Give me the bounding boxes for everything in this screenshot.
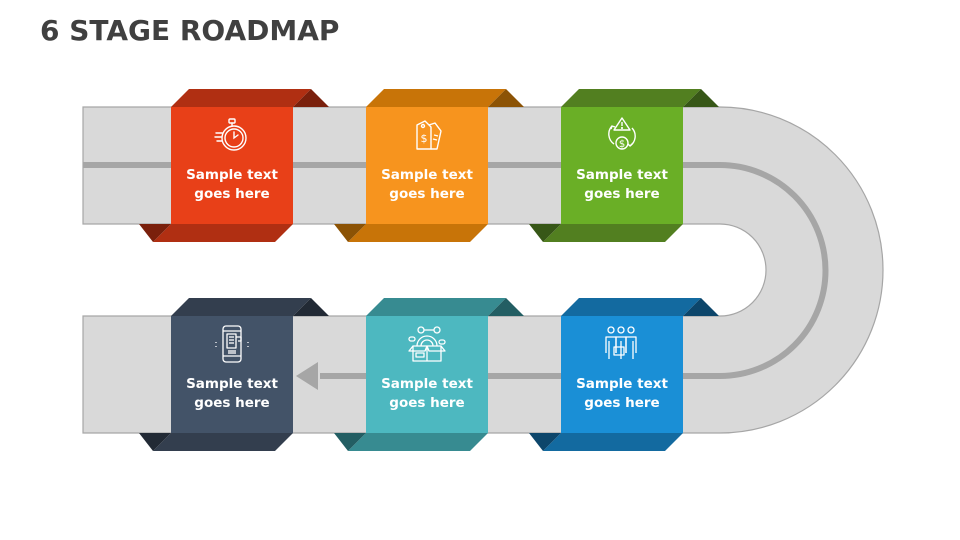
- stage-box-top-side-face: [488, 89, 524, 107]
- product-box-gear-icon: [366, 322, 488, 366]
- stage-text-line1: Sample text: [186, 376, 278, 392]
- stage-box-2: [334, 89, 524, 242]
- stage-text-2: Sample text goes here: [366, 166, 488, 204]
- stage-box-bottom-side-face: [334, 224, 366, 242]
- stage-box-top-face: [171, 89, 311, 107]
- stage-box-bottom-face: [153, 433, 293, 451]
- stage-box-front-face: [171, 316, 293, 433]
- stage-box-bottom-side-face: [529, 433, 561, 451]
- stage-text-line1: Sample text: [576, 376, 668, 392]
- price-tag-icon: $: [366, 113, 488, 157]
- stage-text-line2: goes here: [194, 395, 270, 411]
- risk-cost-cycle-icon: $: [561, 113, 683, 157]
- stage-box-bottom-side-face: [334, 433, 366, 451]
- stage-box-bottom-side-face: [139, 224, 171, 242]
- stage-box-bottom-face: [543, 433, 683, 451]
- stage-text-3: Sample text goes here: [561, 166, 683, 204]
- stage-text-line1: Sample text: [576, 167, 668, 183]
- stage-text-line1: Sample text: [186, 167, 278, 183]
- stage-box-top-side-face: [488, 298, 524, 316]
- stage-box-top-side-face: [683, 89, 719, 107]
- stage-box-top-face: [366, 89, 506, 107]
- stage-text-line2: goes here: [584, 186, 660, 202]
- stage-box-top-face: [366, 298, 506, 316]
- stage-text-5: Sample text goes here: [366, 375, 488, 413]
- stage-box-top-face: [171, 298, 311, 316]
- svg-text:$: $: [619, 139, 625, 150]
- stage-box-top-face: [561, 298, 701, 316]
- stage-text-1: Sample text goes here: [171, 166, 293, 204]
- stage-text-line1: Sample text: [381, 376, 473, 392]
- stage-box-top-side-face: [683, 298, 719, 316]
- svg-text:$: $: [421, 132, 428, 145]
- stage-box-front-face: [561, 107, 683, 224]
- stage-text-line1: Sample text: [381, 167, 473, 183]
- team-people-icon: [561, 322, 683, 366]
- stage-box-3: [529, 89, 719, 242]
- road-lane-line: [83, 162, 829, 379]
- stage-text-6: Sample text goes here: [171, 375, 293, 413]
- stage-box-6: [139, 298, 329, 451]
- stage-box-top-side-face: [293, 89, 329, 107]
- stage-text-line2: goes here: [389, 395, 465, 411]
- direction-arrow-icon: [296, 362, 318, 390]
- stage-box-bottom-face: [348, 433, 488, 451]
- stage-box-bottom-side-face: [529, 224, 561, 242]
- stopwatch-icon: [171, 113, 293, 157]
- stage-box-bottom-face: [543, 224, 683, 242]
- stage-text-line2: goes here: [584, 395, 660, 411]
- stage-box-bottom-side-face: [139, 433, 171, 451]
- stage-box-top-face: [561, 89, 701, 107]
- mobile-app-icon: [171, 322, 293, 366]
- stage-text-4: Sample text goes here: [561, 375, 683, 413]
- stage-text-line2: goes here: [194, 186, 270, 202]
- stage-box-4: [529, 298, 719, 451]
- stage-box-5: [334, 298, 524, 451]
- stage-box-top-side-face: [293, 298, 329, 316]
- stage-box-front-face: [366, 107, 488, 224]
- stage-box-bottom-face: [153, 224, 293, 242]
- stage-text-line2: goes here: [389, 186, 465, 202]
- page-title: 6 STAGE ROADMAP: [40, 14, 340, 47]
- stage-box-front-face: [561, 316, 683, 433]
- stage-box-bottom-face: [348, 224, 488, 242]
